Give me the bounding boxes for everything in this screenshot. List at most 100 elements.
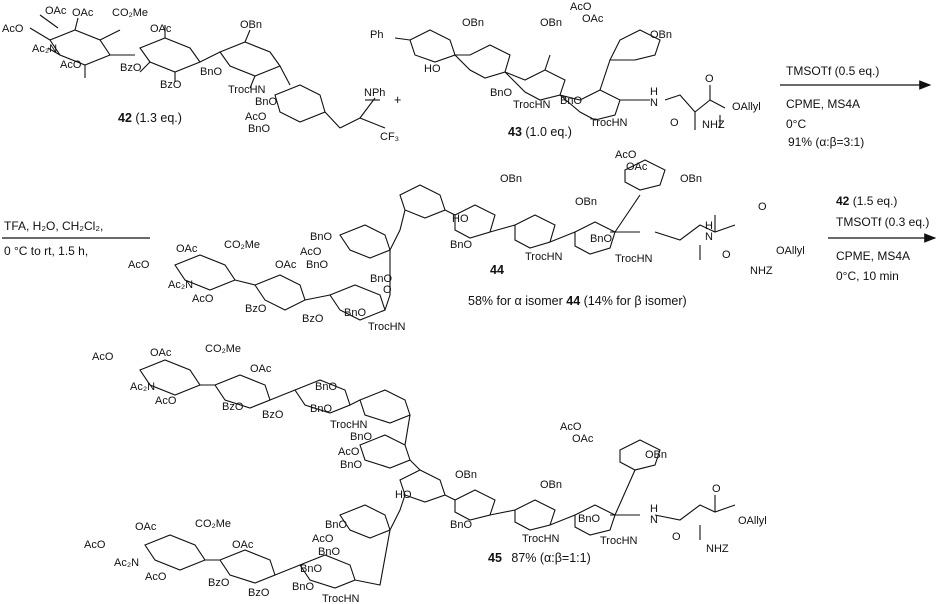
- compound-43-caption: 43 (1.0 eq.): [508, 125, 572, 139]
- svg-text:AcO: AcO: [145, 571, 167, 583]
- svg-text:BnO: BnO: [490, 87, 512, 99]
- svg-text:42 (1.5 eq.): 42 (1.5 eq.): [836, 194, 897, 208]
- svg-text:N: N: [705, 231, 713, 243]
- svg-text:BzO: BzO: [160, 79, 182, 91]
- compound-43-labels: Ph OBn HO BnO OBn TrocHN BnO TrocHN AcO …: [370, 1, 761, 131]
- svg-text:Ac₂N: Ac₂N: [32, 43, 57, 55]
- svg-text:OBn: OBn: [680, 173, 702, 185]
- svg-text:0 °C to rt, 1.5 h,: 0 °C to rt, 1.5 h,: [4, 244, 88, 258]
- svg-text:OAllyl: OAllyl: [738, 515, 767, 527]
- svg-text:AcO: AcO: [300, 246, 322, 258]
- svg-text:CO₂Me: CO₂Me: [112, 7, 148, 19]
- svg-text:O: O: [712, 483, 721, 495]
- svg-text:O: O: [705, 73, 714, 85]
- svg-text:BnO: BnO: [325, 519, 347, 531]
- svg-text:OAc: OAc: [72, 7, 94, 19]
- svg-text:BnO: BnO: [300, 563, 322, 575]
- svg-text:TrocHN: TrocHN: [330, 419, 368, 431]
- svg-text:BnO: BnO: [310, 403, 332, 415]
- svg-text:O: O: [722, 249, 731, 261]
- svg-text:NHZ: NHZ: [702, 119, 725, 131]
- compound-42-structure: [29, 14, 386, 129]
- svg-text:O: O: [383, 284, 392, 296]
- svg-text:BzO: BzO: [208, 577, 230, 589]
- svg-text:BnO: BnO: [306, 259, 328, 271]
- svg-text:O: O: [672, 531, 681, 543]
- svg-text:TMSOTf (0.5 eq.): TMSOTf (0.5 eq.): [786, 64, 879, 78]
- svg-text:BnO: BnO: [340, 459, 362, 471]
- svg-text:BzO: BzO: [245, 303, 267, 315]
- svg-text:CPME, MS4A: CPME, MS4A: [836, 249, 910, 263]
- compound-44-structure: [174, 159, 736, 321]
- svg-text:OBn: OBn: [540, 17, 562, 29]
- svg-text:BnO: BnO: [578, 513, 600, 525]
- compound-44-labels: AcO OAc CO₂Me Ac₂N AcO OAc BzO BzO BnO O…: [128, 149, 805, 333]
- svg-text:TrocHN: TrocHN: [513, 99, 551, 111]
- svg-text:0°C, 10 min: 0°C, 10 min: [836, 269, 899, 283]
- reaction-2-left-conditions: TFA, H₂O, CH₂Cl₂, 0 °C to rt, 1.5 h,: [4, 219, 103, 258]
- reaction-2-right-conditions: 42 (1.5 eq.) TMSOTf (0.3 eq.) CPME, MS4A…: [836, 194, 929, 283]
- svg-text:BnO: BnO: [560, 95, 582, 107]
- svg-text:OBn: OBn: [462, 17, 484, 29]
- compound-45-structure: [139, 359, 736, 589]
- svg-text:TrocHN: TrocHN: [525, 251, 563, 263]
- compound-45-labels: AcO OAc CO₂Me Ac₂N AcO OAc BzO BzO BnO B…: [84, 343, 767, 604]
- svg-text:0°C: 0°C: [786, 117, 806, 131]
- svg-text:H: H: [650, 503, 658, 515]
- svg-text:BnO: BnO: [350, 431, 372, 443]
- svg-text:BzO: BzO: [302, 313, 324, 325]
- svg-text:OBn: OBn: [500, 173, 522, 185]
- svg-text:BnO: BnO: [450, 239, 472, 251]
- svg-text:AcO: AcO: [60, 59, 82, 71]
- svg-text:HO: HO: [395, 489, 412, 501]
- svg-text:CO₂Me: CO₂Me: [205, 343, 241, 355]
- compound-42-caption: 42 (1.3 eq.): [118, 111, 182, 125]
- compound-43-structure: [394, 29, 726, 130]
- svg-text:AcO: AcO: [192, 293, 214, 305]
- svg-text:AcO: AcO: [312, 533, 334, 545]
- reaction-1-conditions: TMSOTf (0.5 eq.) CPME, MS4A 0°C 91% (α:β…: [786, 64, 879, 149]
- svg-text:O: O: [670, 117, 679, 129]
- svg-text:TrocHN: TrocHN: [590, 117, 628, 129]
- svg-text:TrocHN: TrocHN: [600, 535, 638, 547]
- plus-sign: +: [394, 93, 401, 107]
- svg-text:AcO: AcO: [560, 421, 582, 433]
- svg-text:AcO: AcO: [155, 395, 177, 407]
- svg-text:OAc: OAc: [572, 433, 594, 445]
- svg-text:CF₃: CF₃: [380, 131, 399, 143]
- svg-text:OAllyl: OAllyl: [732, 101, 761, 113]
- svg-text:O: O: [758, 201, 767, 213]
- svg-text:AcO: AcO: [338, 446, 360, 458]
- compound-44-yield: 58% for α isomer 44 (14% for β isomer): [468, 294, 687, 308]
- svg-text:AcO: AcO: [128, 259, 150, 271]
- svg-text:NHZ: NHZ: [706, 543, 729, 555]
- svg-text:BnO: BnO: [255, 96, 277, 108]
- svg-text:OAllyl: OAllyl: [776, 245, 805, 257]
- svg-text:OBn: OBn: [455, 469, 477, 481]
- svg-text:H: H: [650, 86, 658, 98]
- svg-text:TMSOTf (0.3 eq.): TMSOTf (0.3 eq.): [836, 215, 929, 229]
- svg-text:TrocHN: TrocHN: [228, 84, 266, 96]
- svg-text:CO₂Me: CO₂Me: [195, 518, 231, 530]
- svg-text:OAc: OAc: [150, 23, 172, 35]
- svg-text:BnO: BnO: [248, 123, 270, 135]
- svg-text:BnO: BnO: [450, 519, 472, 531]
- svg-text:TrocHN: TrocHN: [615, 253, 653, 265]
- svg-text:OAc: OAc: [232, 539, 254, 551]
- svg-text:BnO: BnO: [318, 546, 340, 558]
- svg-text:BnO: BnO: [370, 273, 392, 285]
- svg-text:TrocHN: TrocHN: [368, 321, 406, 333]
- svg-text:OBn: OBn: [240, 19, 262, 31]
- svg-text:OAc: OAc: [582, 13, 604, 25]
- svg-text:Ac₂N: Ac₂N: [168, 279, 193, 291]
- compound-45-caption: 45 87% (α:β=1:1): [488, 551, 591, 565]
- compound-44-number: 44: [490, 263, 504, 277]
- svg-text:BnO: BnO: [310, 231, 332, 243]
- svg-text:Ac₂N: Ac₂N: [130, 381, 155, 393]
- svg-text:OAc: OAc: [150, 347, 172, 359]
- svg-text:Ac₂N: Ac₂N: [114, 557, 139, 569]
- svg-text:OAc: OAc: [275, 259, 297, 271]
- svg-text:BnO: BnO: [292, 581, 314, 593]
- svg-text:OAc: OAc: [250, 363, 272, 375]
